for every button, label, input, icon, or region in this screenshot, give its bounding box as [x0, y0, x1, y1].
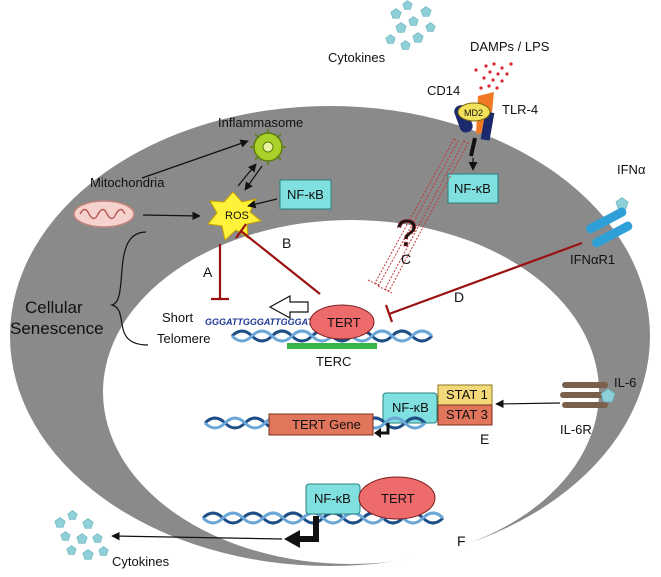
inflammasome-to-ros-arrow: [244, 165, 263, 191]
lps-dots: [474, 62, 513, 90]
cytokines-bottom-label: Cytokines: [112, 554, 170, 569]
bottom-transcription-arrow-head: [284, 530, 300, 548]
tlr4-receptor-complex: MD2: [454, 92, 495, 157]
telomere-label: Telomere: [157, 331, 210, 346]
terc-bar: [287, 343, 377, 349]
damps-lps-label: DAMPs / LPS: [470, 39, 550, 54]
il6-label: IL-6: [614, 375, 636, 390]
ros-label: ROS: [225, 210, 249, 222]
il6r-receptor-icon: [560, 382, 608, 408]
il6r-to-stat-arrow: [495, 399, 561, 409]
tert-top-label: TERT: [327, 315, 361, 330]
pathway-letter-d: D: [454, 289, 464, 305]
tert-bottom-label: TERT: [381, 491, 415, 506]
tert-gene-transcription-arrow-icon: [380, 423, 390, 435]
telomere-extension-arrow-icon: [268, 294, 309, 320]
question-mark: ?: [396, 213, 417, 255]
md2-label: MD2: [464, 108, 483, 118]
nfkb-cyto-label: NF-κB: [287, 187, 324, 202]
ifnar1-receptor-icon: [586, 207, 633, 248]
terc-label: TERC: [316, 354, 351, 369]
tert-gene-arrow-head: [374, 428, 381, 438]
cytokines-bottom-cluster: [54, 510, 109, 560]
senescence-label: Senescence: [10, 319, 104, 338]
senescence-brace: [109, 231, 149, 346]
bottom-transcription-arrow-icon: [298, 516, 319, 542]
tert-gene-box: [268, 413, 374, 436]
inflammasome-icon: [250, 129, 286, 165]
pathway-letter-e: E: [480, 431, 489, 447]
pathway-letter-f: F: [457, 533, 466, 549]
il6r-label: IL-6R: [560, 422, 592, 437]
nfkb-tlr-box: [447, 173, 499, 204]
md2-icon: [457, 102, 491, 122]
stat1-label: STAT 1: [446, 387, 488, 402]
inhibition-c-dashed: [367, 138, 469, 294]
tlr4-label: TLR-4: [502, 102, 538, 117]
nucleus: [103, 220, 599, 564]
nfkb-cyto-box: [279, 179, 332, 210]
stat3-box: [437, 404, 493, 426]
ros-to-inflammasome-arrow: [237, 163, 257, 187]
short-label: Short: [162, 310, 193, 325]
nfkb-to-ros-arrow: [247, 198, 278, 209]
cd14-label: CD14: [427, 83, 460, 98]
nucleus-to-cytokines-arrow: [111, 531, 283, 541]
mito-to-ros-arrow: [142, 211, 201, 221]
tert-bottom-oval: [358, 476, 436, 520]
pathway-letter-b: B: [282, 235, 291, 251]
mito-to-inflammasome-arrow: [141, 139, 249, 179]
pathway-letter-c: C: [401, 251, 411, 267]
inhibition-b: [235, 223, 321, 295]
inhibition-d: [384, 241, 583, 323]
inhibition-a: [211, 244, 229, 301]
mitochondria-label: Mitochondria: [90, 175, 165, 190]
pathway-letter-a: A: [203, 264, 213, 280]
ifnar1-label: IFNαR1: [570, 252, 615, 267]
nfkb-bottom-label: NF-κB: [314, 491, 351, 506]
tert-top-oval: [309, 304, 375, 340]
nfkb-stat-box: [382, 392, 438, 424]
inflammasome-label: Inflammasome: [218, 115, 303, 130]
cytokines-top-label: Cytokines: [328, 50, 386, 65]
nfkb-stat-label: NF-κB: [392, 400, 429, 415]
cellular-label: Cellular: [25, 298, 83, 317]
nfkb-tlr-label: NF-κB: [454, 181, 491, 196]
telomere-sequence: GGGATTGGGATTGGGATT: [205, 317, 320, 327]
cytokines-top-cluster: [385, 0, 436, 50]
stat3-label: STAT 3: [446, 407, 488, 422]
tert-gene-label: TERT Gene: [292, 417, 361, 432]
ifna-pentagon-icon: [615, 197, 629, 210]
mitochondrion-icon: [73, 200, 135, 228]
ifna-label: IFNα: [617, 162, 646, 177]
